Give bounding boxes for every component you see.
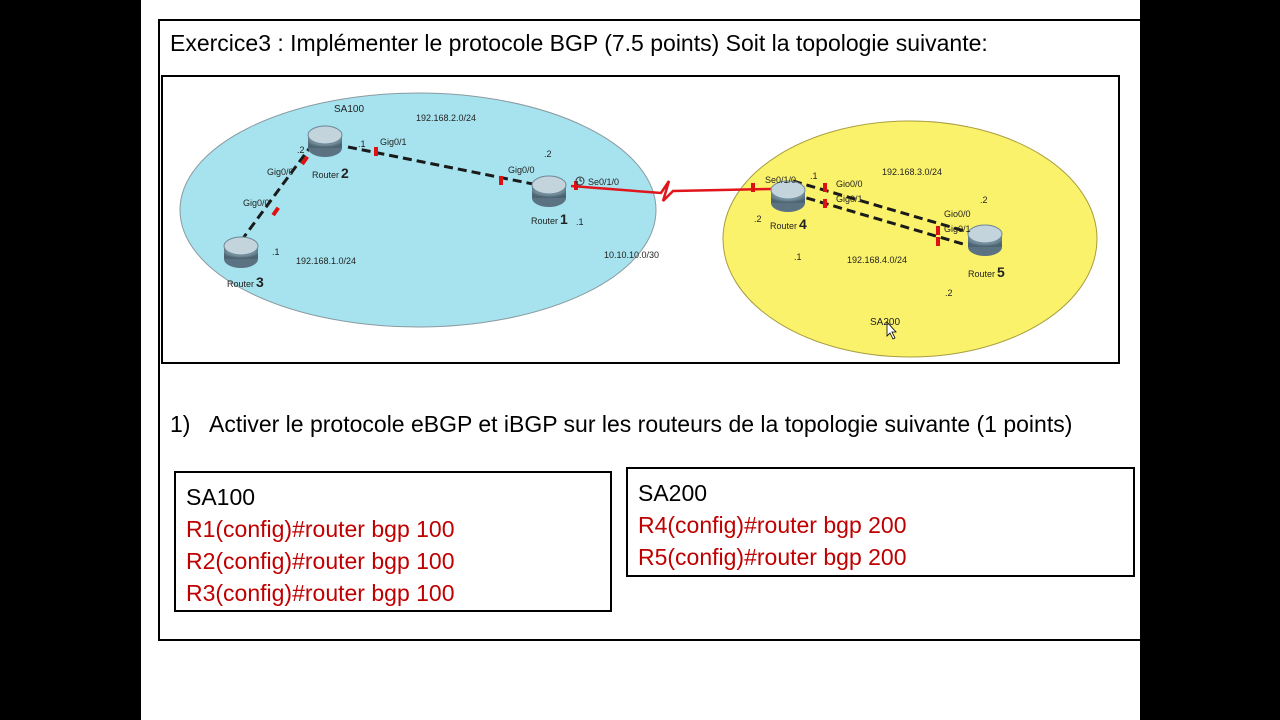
interface-label: Se0/1/0 (765, 175, 796, 185)
router-5-icon (967, 224, 1003, 256)
address-label: .1 (794, 252, 802, 262)
router-4-icon (770, 180, 806, 212)
router-3-icon (223, 236, 259, 268)
as100-answer-box: SA100 R1(config)#router bgp 100 R2(confi… (174, 471, 612, 612)
as200-answer-box: SA200 R4(config)#router bgp 200 R5(confi… (626, 467, 1135, 577)
serial-link-r1-r4 (570, 180, 772, 202)
interface-label: Gig0/0 (267, 167, 294, 177)
interface-label: Gig0/0 (243, 198, 270, 208)
address-label: .1 (272, 247, 280, 257)
as100-name: SA100 (186, 484, 256, 510)
clock-icon (575, 176, 585, 186)
interface-label: Se0/1/0 (588, 177, 619, 187)
interface-markers (271, 147, 940, 246)
address-label: .1 (810, 171, 818, 181)
address-label: .2 (754, 214, 762, 224)
network-label: 192.168.4.0/24 (847, 255, 907, 265)
link-r3-r2 (239, 145, 313, 242)
address-label: .2 (297, 145, 305, 155)
as200-label: SA200 (870, 317, 900, 328)
network-label: 192.168.1.0/24 (296, 256, 356, 266)
link-r4-r5-gig00 (792, 179, 969, 234)
router-1-icon (531, 175, 567, 207)
interface-label: Gig0/1 (380, 137, 407, 147)
exercise-frame (158, 19, 1140, 641)
address-label: .2 (544, 149, 552, 159)
topology-diagram: SA100 SA200 192.168.2.0/24 192.168.1.0/2… (161, 75, 1120, 364)
as100-label: SA100 (334, 104, 364, 115)
address-label: .1 (576, 217, 584, 227)
link-r2-r1 (347, 145, 549, 189)
link-r4-r5-gig01 (792, 192, 964, 246)
interface-label: Gig0/1 (836, 194, 863, 204)
as200-zone (722, 120, 1098, 358)
question-text: Activer le protocole eBGP et iBGP sur le… (209, 411, 1073, 437)
address-label: .2 (945, 288, 953, 298)
as100-zone (179, 92, 657, 328)
topology-svg: SA100 SA200 192.168.2.0/24 192.168.1.0/2… (179, 92, 1098, 358)
interface-label: Gig0/0 (508, 165, 535, 175)
interface-label: Gig0/1 (944, 224, 971, 234)
config-command: R1(config)#router bgp 100 (186, 516, 455, 542)
network-label: 10.10.10.0/30 (604, 250, 659, 260)
config-command: R4(config)#router bgp 200 (638, 512, 907, 538)
router-2-icon (307, 125, 343, 157)
config-command: R3(config)#router bgp 100 (186, 580, 455, 606)
question-number: 1) (170, 411, 191, 437)
config-command: R5(config)#router bgp 200 (638, 544, 907, 570)
mouse-cursor-icon (886, 320, 897, 340)
interface-label: Gio0/0 (944, 209, 971, 219)
as200-name: SA200 (638, 480, 708, 506)
address-label: .2 (980, 195, 988, 205)
network-label: 192.168.2.0/24 (416, 113, 476, 123)
exercise-title: Exercice3 : Implémenter le protocole BGP… (170, 30, 988, 56)
question-1: 1) Activer le protocole eBGP et iBGP sur … (170, 411, 1072, 438)
interface-label: Gio0/0 (836, 179, 863, 189)
address-label: .1 (358, 139, 366, 149)
network-label: 192.168.3.0/24 (882, 167, 942, 177)
config-command: R2(config)#router bgp 100 (186, 548, 455, 574)
